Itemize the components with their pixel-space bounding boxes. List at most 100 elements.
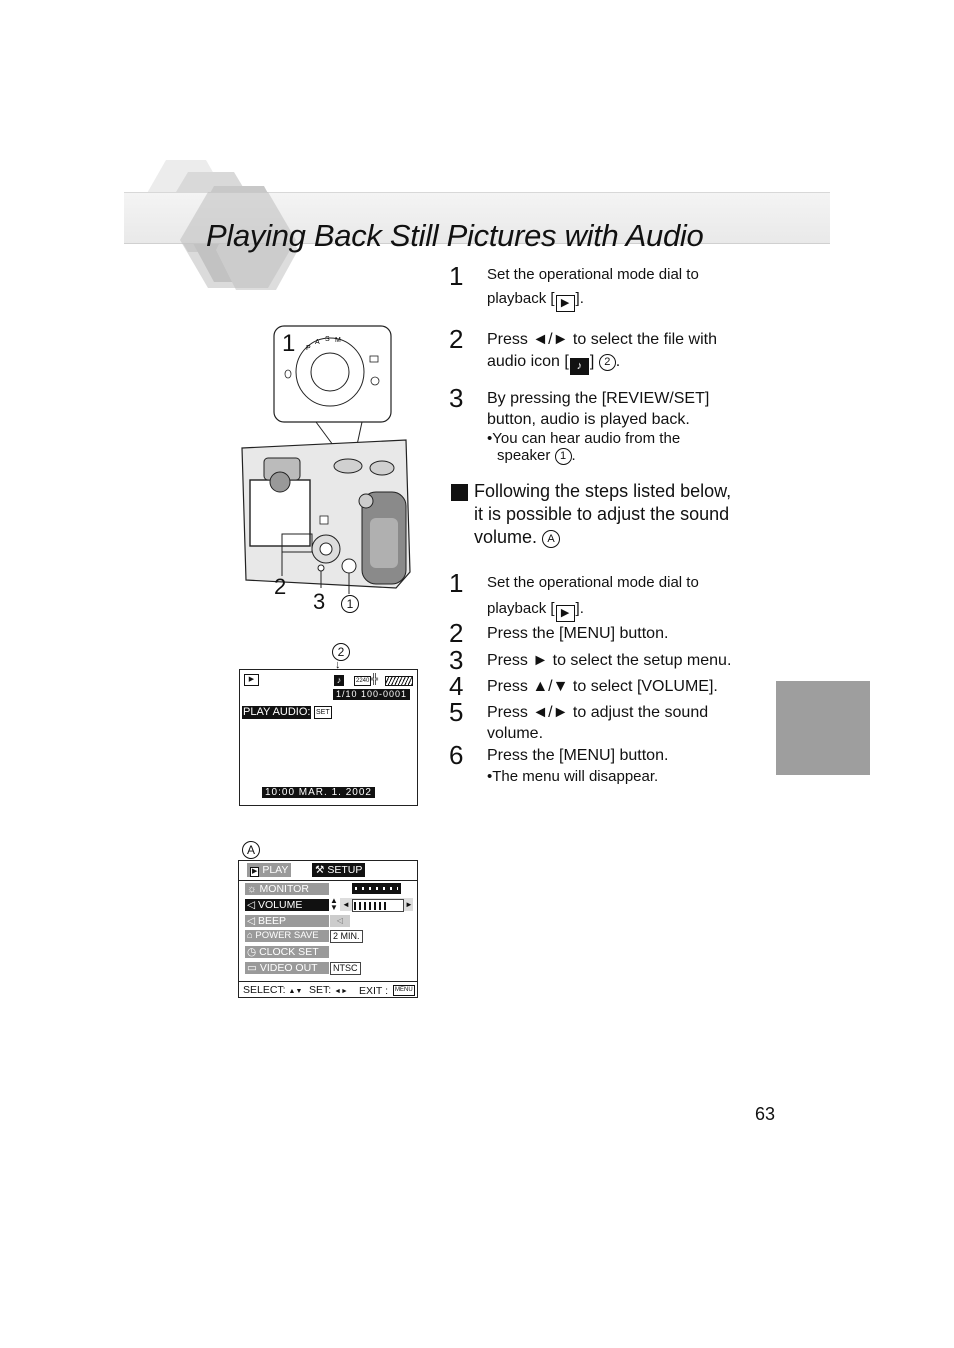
playback-icon: ▶ [555, 605, 575, 622]
volume-level-bar [352, 899, 404, 912]
step-1-text: Set the operational mode dial to playbac… [487, 266, 699, 312]
step-2-text: Press ◄/► to select the file with audio … [487, 329, 717, 375]
power-icon: ⌂ [247, 930, 253, 941]
svg-text:P: P [306, 345, 311, 352]
section2-intro: Following the steps listed below, it is … [474, 480, 731, 549]
clock-icon: ◷ [247, 946, 257, 958]
setup-menu-screen: ▶ PLAY ⚒ SETUP ☼ MONITOR ◁ VOLUME ▲▼ ◄ ►… [238, 860, 418, 998]
s2-step-1-text: Set the operational mode dial to playbac… [487, 574, 699, 622]
s2-step-1-number: 1 [449, 568, 464, 598]
footer-exit: EXIT : [359, 985, 388, 997]
volume-level-fill [354, 902, 388, 910]
step-3-note2: speaker 1. [497, 447, 576, 465]
wrench-icon: ⚒ [315, 864, 325, 876]
s2-step-6-note: •The menu will disappear. [487, 768, 659, 785]
s2-step-5-line2: volume. [487, 725, 544, 742]
camera-label-circle-1: 1 [341, 595, 359, 613]
battery-icon [385, 676, 413, 686]
volume-right-arrow: ► [405, 900, 413, 909]
step-2-line2: audio icon [♪] 2. [487, 351, 717, 375]
menu-tab-bar: ▶ PLAY ⚒ SETUP [239, 861, 417, 881]
power-save-value: 2 MIN. [330, 930, 363, 943]
s2-step-3-text: Press ► to select the setup menu. [487, 652, 732, 669]
menu-ref-circle-a: A [242, 841, 260, 859]
s2-step-1-line1: Set the operational mode dial to [487, 574, 699, 591]
camera-illustration: P A S M [236, 322, 416, 617]
s2-step-5-line1: Press ◄/► to adjust the sound [487, 704, 709, 721]
updown-icon: ▲▼ [288, 988, 303, 995]
callout-label-1: 1 [282, 330, 296, 357]
s2-step-2-text: Press the [MENU] button. [487, 625, 669, 642]
step-3-text: By pressing the [REVIEW/SET] button, aud… [487, 388, 709, 465]
volume-control[interactable]: ◄ ► [340, 898, 413, 912]
section-bullet-square [451, 484, 468, 501]
step-1-number: 1 [449, 261, 464, 291]
beep-value-box: ◁ [330, 915, 350, 927]
menu-button-icon: MENU [393, 985, 415, 996]
menu-item-power-save[interactable]: ⌂ POWER SAVE [245, 930, 329, 942]
step-3-line1: By pressing the [REVIEW/SET] [487, 390, 710, 407]
speaker-icon: ◁ [247, 899, 256, 911]
lcd-pointer-arrow: ↓ [335, 659, 341, 671]
svg-text:A: A [315, 339, 320, 346]
s2-step-6-text: Press the [MENU] button. •The menu will … [487, 745, 668, 785]
page-title: Playing Back Still Pictures with Audio [206, 218, 704, 253]
resolution-badge: 2240 [354, 676, 372, 686]
play-audio-label: PLAY AUDIO: [242, 706, 312, 719]
intro-line1: Following the steps listed below, [474, 481, 732, 501]
intro-line3: volume. A [474, 526, 731, 549]
menu-item-volume[interactable]: ◁ VOLUME [245, 899, 329, 911]
leftright-icon: ◄► [334, 988, 348, 995]
ref-circle-2: 2 [598, 354, 616, 371]
audio-file-icon: ♪ [569, 358, 589, 375]
playback-icon: ▶ [555, 295, 575, 312]
camera-label-3: 3 [313, 589, 326, 614]
camera-label-2: 2 [274, 574, 287, 599]
svg-text:S: S [325, 336, 330, 343]
lcd-ref-circle-2: 2 [332, 643, 350, 661]
volume-left-arrow: ◄ [342, 900, 350, 909]
sun-icon: ☼ [247, 883, 257, 895]
menu-item-video-out[interactable]: ▭ VIDEO OUT [245, 962, 329, 974]
s2-step-6-line1: Press the [MENU] button. [487, 747, 669, 764]
footer-set: SET: ◄► [309, 984, 348, 996]
brightness-ticks [355, 887, 398, 890]
menu-item-clock-set[interactable]: ◷ CLOCK SET [245, 946, 329, 958]
step-1-line1: Set the operational mode dial to [487, 266, 699, 283]
s2-step-5-text: Press ◄/► to adjust the sound volume. [487, 702, 708, 744]
step-2-number: 2 [449, 324, 464, 354]
audio-indicator-icon: ♪ [334, 675, 344, 686]
step-1-line2: playback [▶]. [487, 290, 699, 312]
s2-step-4-number: 4 [449, 671, 464, 701]
play-tab-icon: ▶ [250, 867, 260, 877]
svg-text:M: M [335, 337, 341, 344]
menu-item-monitor[interactable]: ☼ MONITOR [245, 883, 329, 895]
ref-circle-a: A [542, 530, 561, 548]
ref-circle-1: 1 [554, 448, 572, 465]
intro-line2: it is possible to adjust the sound [474, 504, 730, 524]
lcd-datetime: 10:00 MAR. 1. 2002 [262, 787, 375, 798]
set-badge: SET [314, 706, 332, 719]
tab-setup[interactable]: ⚒ SETUP [312, 863, 366, 877]
playback-mode-icon: ▶ [244, 674, 259, 686]
tab-play[interactable]: ▶ PLAY [247, 863, 292, 877]
footer-select: SELECT: ▲▼ [243, 984, 303, 996]
s2-step-1-line2: playback [▶]. [487, 600, 699, 622]
page-number: 63 [755, 1104, 776, 1124]
menu-item-beep[interactable]: ◁ BEEP [245, 915, 329, 927]
lcd-playback-screen: ▶ ♪ 2240 ╬ 1/10 100-0001 PLAY AUDIO: SET… [239, 669, 418, 806]
header-hexagon-front [178, 188, 328, 298]
file-counter: 1/10 100-0001 [333, 689, 411, 700]
s2-step-6-number: 6 [449, 740, 464, 770]
beep-icon: ◁ [247, 915, 256, 927]
step-3-number: 3 [449, 383, 464, 413]
step-2-line1: Press ◄/► to select the file with [487, 331, 717, 348]
menu-footer: SELECT: ▲▼ SET: ◄► EXIT : MENU [239, 981, 417, 998]
s2-step-5-number: 5 [449, 697, 464, 727]
monitor-brightness-bar [352, 883, 401, 894]
s2-step-4-text: Press ▲/▼ to select [VOLUME]. [487, 678, 718, 695]
quality-icon: ╬ [371, 674, 379, 685]
video-icon: ▭ [247, 962, 257, 974]
step-3-note1: •You can hear audio from the [487, 430, 681, 447]
s2-step-2-number: 2 [449, 618, 464, 648]
